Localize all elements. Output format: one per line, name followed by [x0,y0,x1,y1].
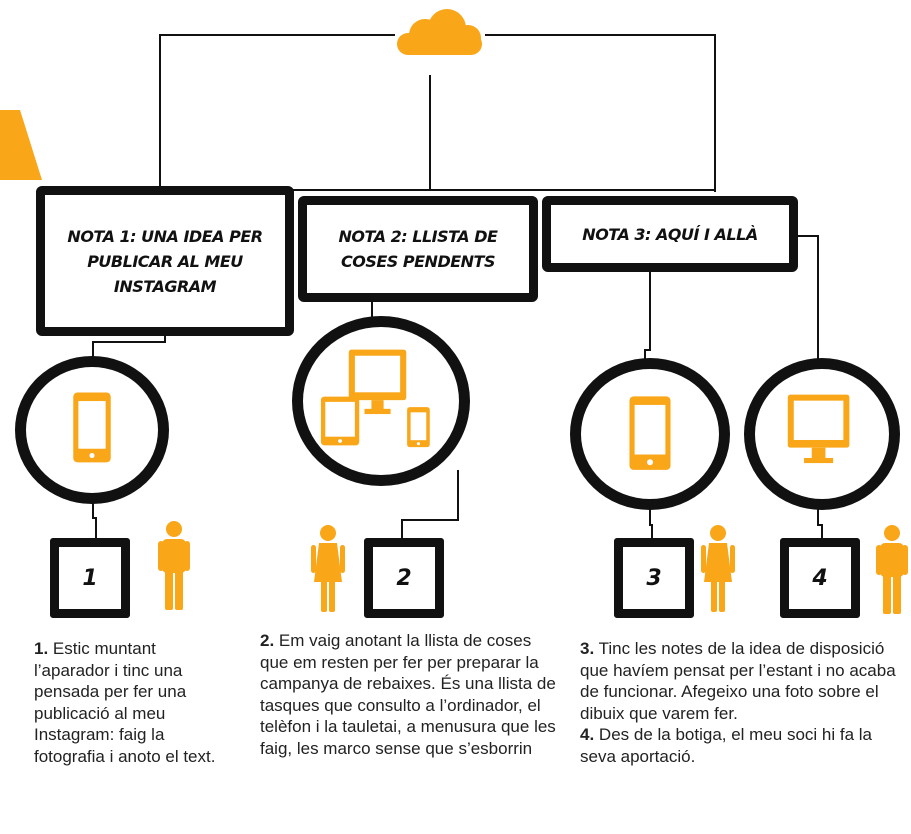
note-2-box: Nota 2: Llista de coses pendents [298,196,538,302]
woman-icon [311,525,345,612]
step-2-number: 2 [396,565,412,591]
device-circle-1 [15,356,169,504]
device-circle-3 [570,358,730,510]
note-2-label: Nota 2: Llista de coses pendents [338,227,498,271]
description-2-text: Em vaig anotant la llista de coses que e… [260,631,556,758]
step-1-number: 1 [82,565,98,591]
description-2: 2. Em vaig anotant la llista de coses qu… [260,630,560,759]
smartphone-icon [73,392,111,463]
description-3-number: 3. [580,639,595,658]
step-3-box: 3 [614,538,694,618]
description-2-number: 2. [260,631,275,650]
note-3-box: Nota 3: Aquí i allà [542,196,798,272]
step-3-number: 3 [646,565,662,591]
device-circle-2 [292,316,470,486]
note-1-box: Nota 1: Una idea per publicar al meu Ins… [36,186,294,336]
description-1-number: 1. [34,639,49,658]
description-4-text: Des de la botiga, el meu soci hi fa la s… [580,725,873,766]
step-1-box: 1 [50,538,130,618]
description-1-text: Estic muntant l’aparador i tinc una pens… [34,639,216,766]
woman-icon [701,525,735,612]
note-1-label: Nota 1: Una idea per publicar al meu Ins… [67,226,263,296]
man-icon [158,521,190,610]
devices-icon [320,349,430,448]
step-4-box: 4 [780,538,860,618]
description-4-number: 4. [580,725,595,744]
smartphone-icon [629,396,671,470]
description-3-text: Tinc les notes de la idea de disposició … [580,639,896,723]
monitor-icon [787,394,850,464]
step-2-box: 2 [364,538,444,618]
cloud-icon [397,9,482,55]
note-3-label: Nota 3: Aquí i allà [582,224,758,244]
device-circle-4 [744,358,900,510]
step-4-number: 4 [812,565,828,591]
description-3: 3. Tinc les notes de la idea de disposic… [580,638,911,767]
orange-flag-shape [0,110,42,180]
description-1: 1. Estic muntant l’aparador i tinc una p… [34,638,234,767]
man-icon [876,525,908,614]
